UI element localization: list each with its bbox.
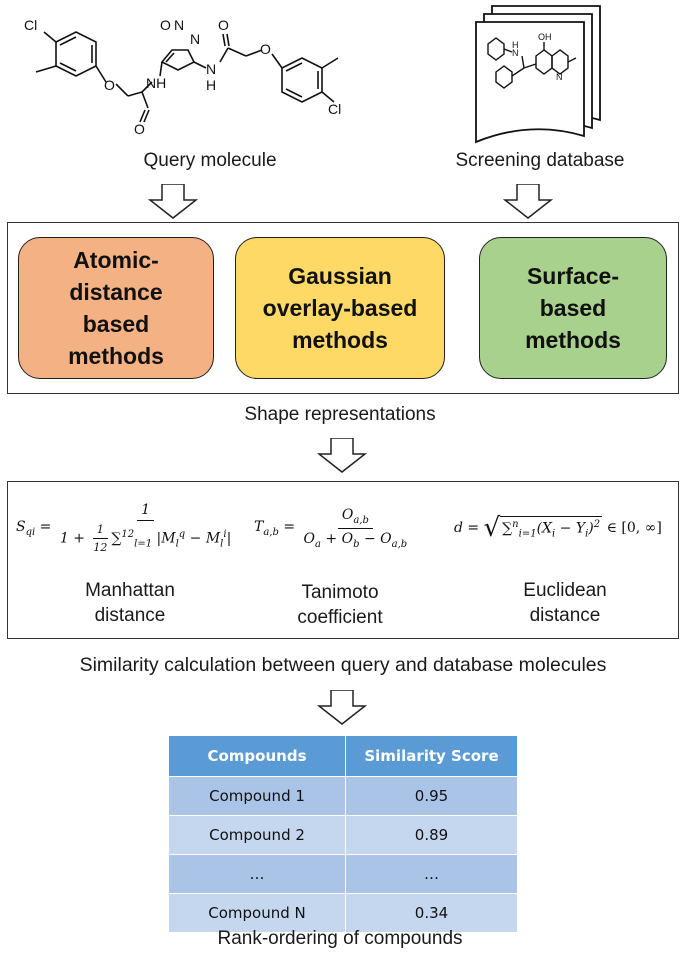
down-arrow-icon — [503, 184, 553, 219]
atom-n-furazan-right: N — [190, 31, 200, 47]
similarity-score-cell: … — [345, 854, 518, 894]
table-row: Compound 2 0.89 — [168, 815, 518, 855]
compound-name-cell: Compound 2 — [168, 815, 346, 855]
compound-name-cell: Compound 1 — [168, 776, 346, 816]
down-arrow-icon — [148, 184, 198, 219]
gaussian-overlay-methods-box: Gaussian overlay-based methods — [235, 237, 445, 379]
table-row: Compound N 0.34 — [168, 893, 518, 933]
ranking-table: Compounds Similarity Score Compound 1 0.… — [168, 735, 518, 933]
down-arrow-icon — [317, 690, 367, 725]
atom-o-carbonyl-left: O — [134, 121, 145, 137]
similarity-score-cell: 0.34 — [345, 893, 518, 933]
query-molecule-caption: Query molecule — [143, 150, 277, 171]
similarity-score-cell: 0.89 — [345, 815, 518, 855]
atom-n-database-amine: N — [512, 48, 519, 58]
query-molecule-structure: Cl O O NH O N N N H O O Cl — [24, 17, 341, 137]
table-row: … … — [168, 854, 518, 894]
atom-cl-right: Cl — [328, 101, 341, 117]
atom-n-database-ring: N — [556, 72, 563, 82]
euclidean-name: Euclidean distance — [523, 580, 607, 626]
down-arrow-icon — [317, 438, 367, 473]
compound-name-cell: … — [168, 854, 346, 894]
atom-o-ether-right: O — [260, 41, 271, 57]
surface-methods-box: Surface- based methods — [479, 237, 667, 379]
euclidean-formula: d = √ ∑ni=1(Xi − Yi)2 ∈ [0, ∞] — [454, 513, 662, 543]
shape-representations-caption: Shape representations — [244, 404, 436, 425]
column-header-similarity-score: Similarity Score — [345, 735, 518, 777]
tanimoto-name: Tanimoto coefficient — [297, 582, 383, 628]
atom-nh-left: NH — [146, 75, 166, 91]
atom-n-amide-right: N — [206, 61, 216, 77]
rank-ordering-caption: Rank-ordering of compounds — [217, 928, 463, 949]
atom-h-amide-right: H — [206, 77, 216, 93]
similarity-caption: Similarity calculation between query and… — [79, 654, 607, 676]
table-header-row: Compounds Similarity Score — [168, 735, 518, 777]
screening-database-icon: H N OH N — [475, 5, 601, 144]
atomic-distance-methods-box: Atomic- distance based methods — [18, 237, 214, 379]
column-header-compounds: Compounds — [168, 735, 346, 777]
similarity-score-cell: 0.95 — [345, 776, 518, 816]
atom-o-ether-left: O — [104, 77, 115, 93]
tanimoto-formula: Ta,b = Oa,b Oa + Ob − Oa,b — [254, 506, 408, 550]
compound-name-cell: Compound N — [168, 893, 346, 933]
atom-oh-database: OH — [538, 32, 552, 42]
atom-h-database: H — [512, 40, 519, 50]
manhattan-name: Manhattan distance — [85, 580, 175, 626]
atom-o-furazan: O — [160, 17, 171, 33]
screening-database-caption: Screening database — [455, 150, 625, 171]
table-row: Compound 1 0.95 — [168, 776, 518, 816]
atom-n-furazan-left: N — [174, 17, 184, 33]
similarity-metrics-frame — [7, 481, 679, 639]
atom-cl-left: Cl — [24, 17, 37, 33]
atom-o-carbonyl-right: O — [218, 17, 229, 33]
